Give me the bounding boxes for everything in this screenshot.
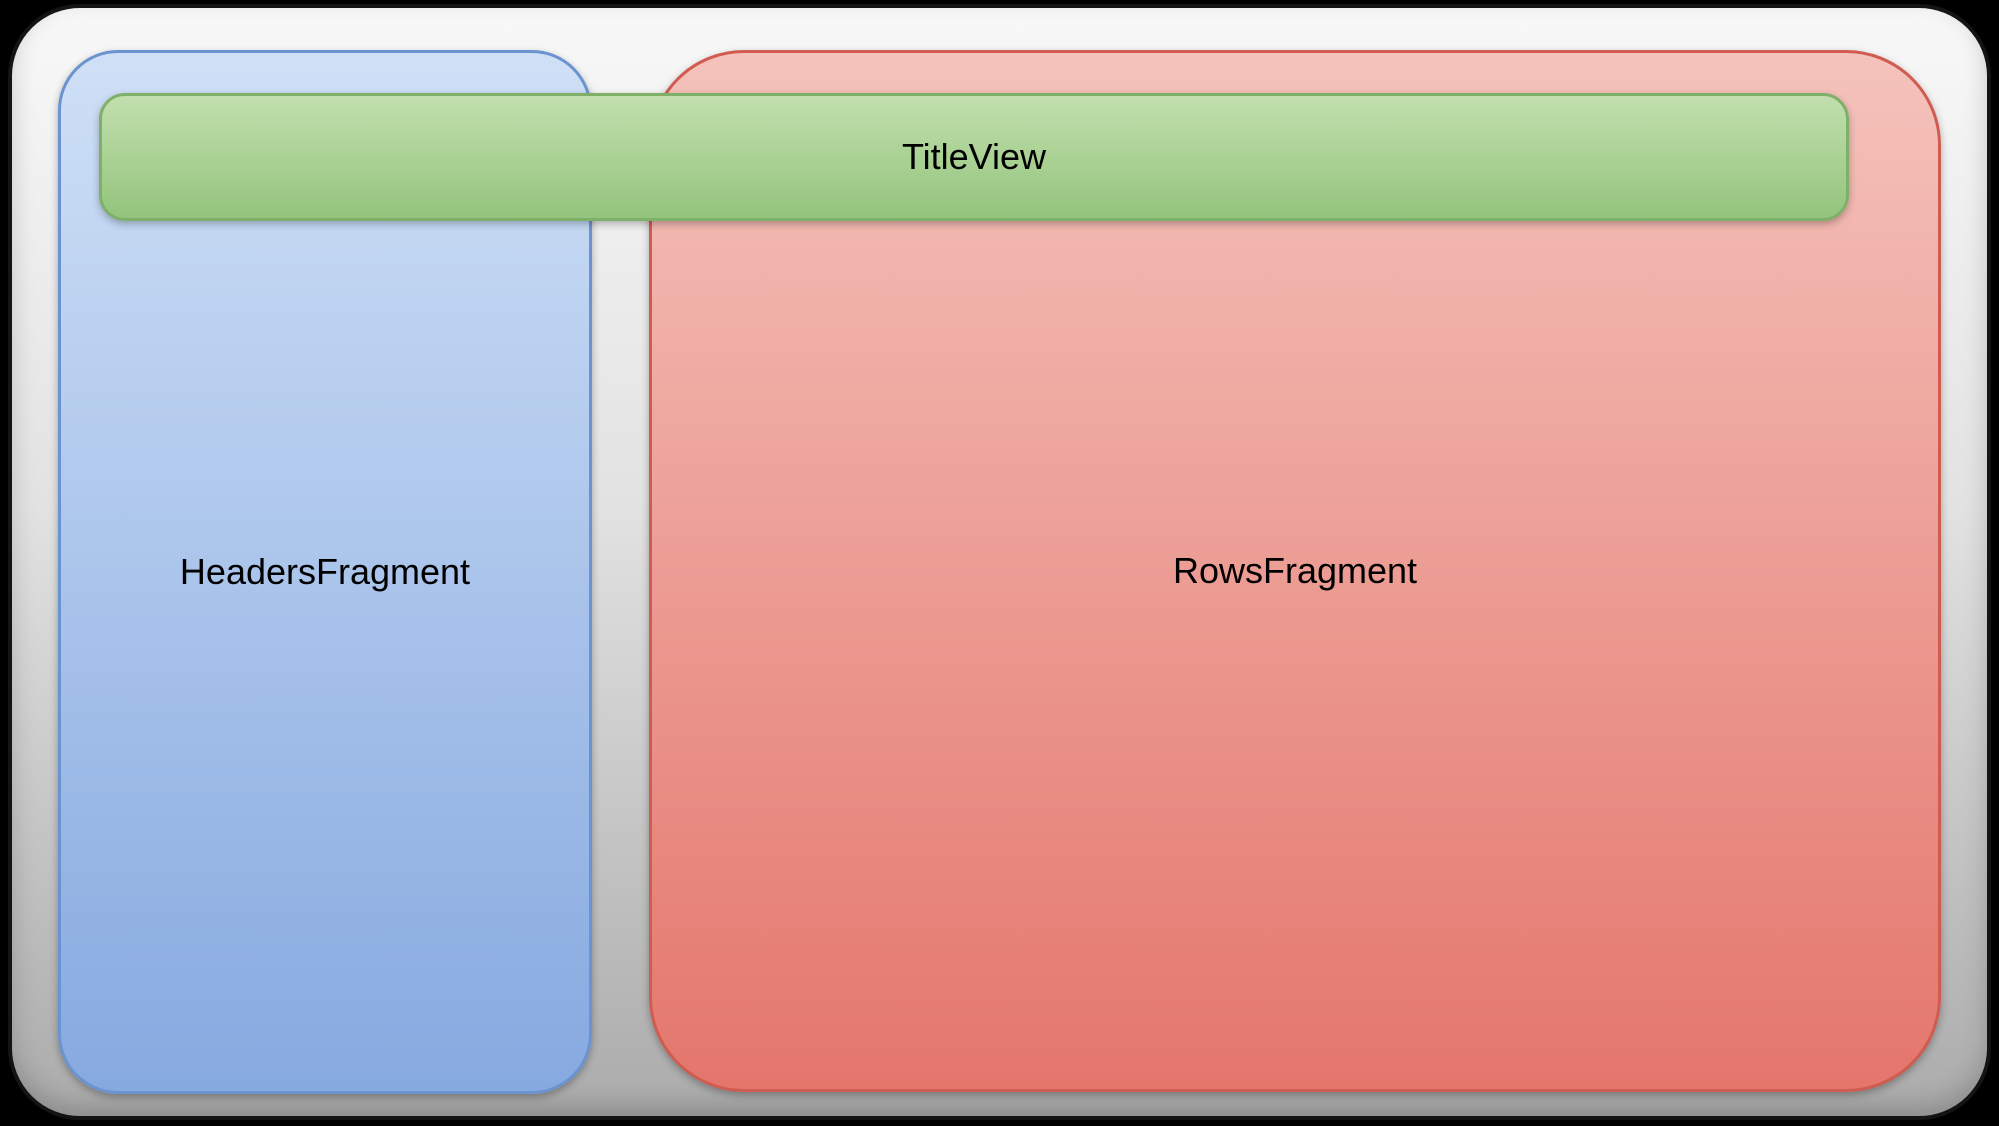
layout-root-container: HeadersFragment RowsFragment TitleView (8, 4, 1991, 1120)
headers-fragment-box: HeadersFragment (58, 50, 592, 1094)
title-view-box: TitleView (99, 93, 1849, 221)
headers-fragment-label: HeadersFragment (179, 551, 471, 593)
rows-fragment-box: RowsFragment (649, 50, 1941, 1092)
rows-fragment-label: RowsFragment (1172, 550, 1418, 592)
title-view-label: TitleView (901, 136, 1047, 178)
